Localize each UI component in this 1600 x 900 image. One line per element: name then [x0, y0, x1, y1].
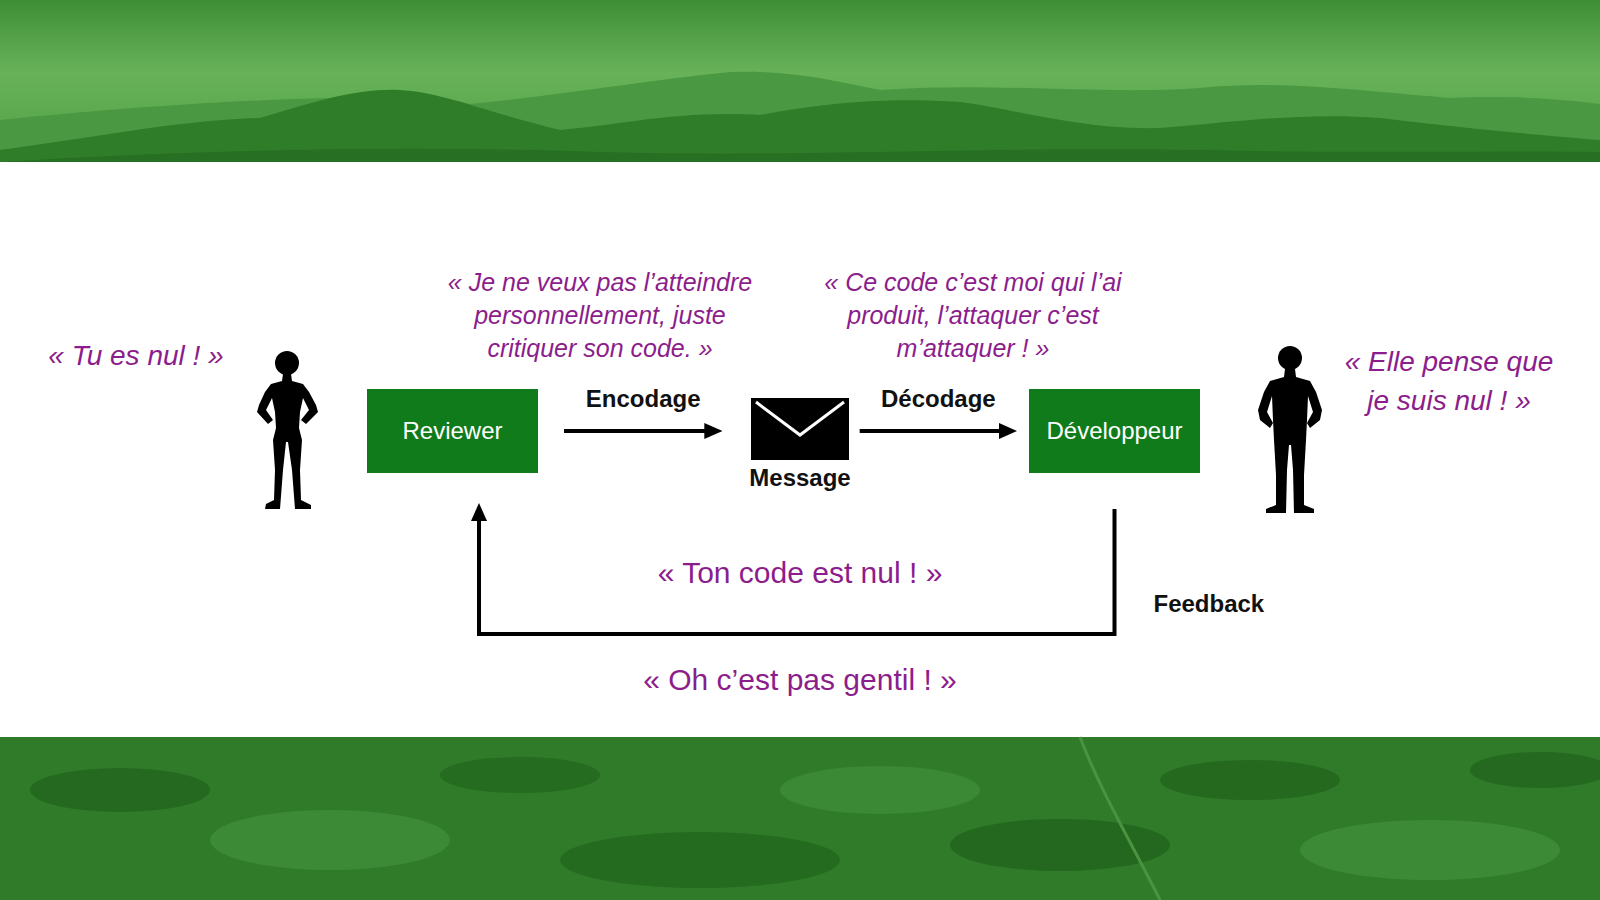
speech-quote: « Ce code c’est moi qui l’ai produit, l’…: [811, 266, 1136, 365]
flow-arrow: [860, 429, 1003, 433]
man-silhouette: [1258, 346, 1322, 513]
body: [1258, 369, 1322, 513]
speech-quote: « Oh c’est pas gentil ! »: [643, 662, 957, 698]
terrain-patch: [30, 768, 210, 812]
terrain-patch: [780, 766, 980, 814]
speech-quote: « Ton code est nul ! »: [658, 555, 943, 591]
terrain-patch: [440, 757, 600, 793]
box-label: Développeur: [1046, 417, 1182, 445]
terrain-patch: [950, 819, 1170, 871]
head: [275, 351, 299, 375]
envelope-body: [751, 398, 849, 460]
edge-label: Encodage: [584, 385, 703, 413]
icon-caption: Message: [749, 464, 850, 492]
process-box: Reviewer: [367, 389, 538, 473]
foreground-hills: [0, 149, 1600, 162]
terrain-patch: [210, 810, 450, 870]
edge-label: Feedback: [1152, 590, 1267, 618]
envelope-flap: [756, 402, 844, 435]
trail: [1080, 737, 1160, 900]
box-label: Reviewer: [402, 417, 502, 445]
woman-silhouette: [257, 351, 318, 509]
far-hills: [0, 72, 1600, 162]
top-landscape-band: [0, 0, 1600, 162]
terrain-patch: [1470, 752, 1600, 788]
speech-quote: « Je ne veux pas l’atteindre personnelle…: [438, 266, 763, 365]
ground-band: [0, 737, 1600, 900]
message-envelope: Message: [749, 398, 850, 492]
speech-quote: « Elle pense que je suis nul ! »: [1337, 342, 1562, 420]
envelope-icon: [751, 398, 849, 460]
bottom-landscape-band: [0, 737, 1600, 900]
edge-label: Décodage: [879, 385, 998, 413]
terrain-patch: [1300, 820, 1560, 880]
speech-quote: « Tu es nul ! »: [48, 339, 223, 373]
flow-arrow: [479, 509, 1114, 634]
head: [1278, 346, 1302, 370]
body: [257, 374, 318, 509]
flow-arrow: [564, 429, 708, 433]
terrain-patch: [560, 832, 840, 888]
process-box: Développeur: [1029, 389, 1200, 473]
near-hills: [0, 90, 1600, 162]
terrain-patch: [1160, 760, 1340, 800]
sky-band: [0, 0, 1600, 162]
